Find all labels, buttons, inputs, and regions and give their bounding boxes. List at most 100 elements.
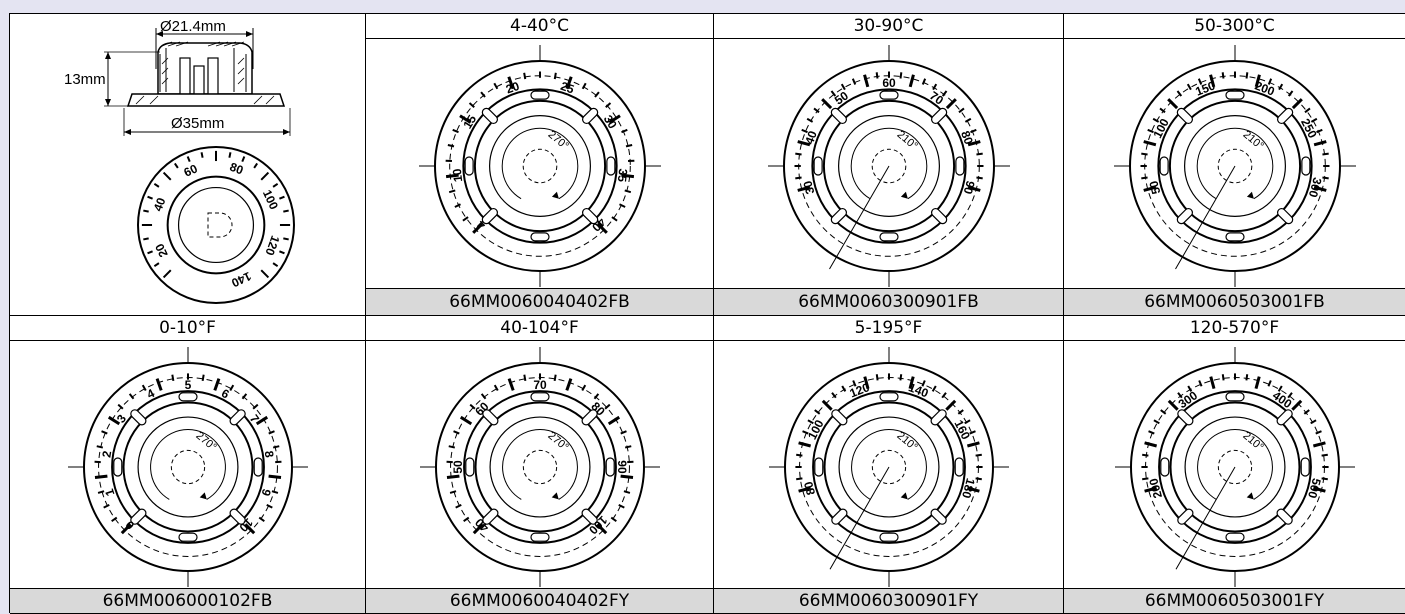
grip-lug	[531, 91, 549, 99]
scale-tick	[143, 211, 148, 212]
grip-lug	[466, 458, 474, 476]
grip-lug	[1161, 458, 1169, 476]
scale-tick	[97, 446, 103, 447]
grip-lug	[1226, 393, 1244, 401]
part-number: 66MM006000102FB	[10, 589, 366, 614]
grip-lug	[955, 458, 963, 476]
scale-tick	[172, 375, 173, 381]
grip-lug	[607, 157, 615, 175]
scale-tick	[976, 178, 982, 179]
scale-tick	[1322, 455, 1328, 456]
scale-label: 60	[882, 76, 896, 90]
scale-tick	[796, 455, 802, 456]
knob-dial-table: Ø21.4mm 13mm Ø35mm 14	[9, 13, 1405, 613]
grip-lug	[880, 233, 898, 241]
height-label: 13mm	[64, 71, 106, 88]
scale-tick	[283, 238, 288, 239]
scale-tick	[795, 154, 801, 155]
scale-tick	[1322, 178, 1328, 179]
scale-tick	[626, 145, 632, 146]
scale-tick	[555, 73, 556, 79]
grip-lug	[531, 533, 549, 541]
scale-tick	[95, 476, 107, 477]
part-number: 66MM0060503001FB	[1064, 289, 1405, 316]
grip-lug	[606, 458, 614, 476]
grip-lug	[1160, 157, 1168, 175]
range-header: 50-300°C	[1064, 14, 1405, 39]
range-header: 30-90°C	[714, 14, 1064, 39]
scale-tick	[796, 478, 802, 479]
range-header: 40-104°F	[366, 316, 714, 341]
scale-tick	[1246, 374, 1247, 380]
scale-tick	[283, 211, 288, 212]
scale-tick	[202, 152, 203, 157]
scale-tick	[1141, 154, 1147, 155]
scale-tick	[203, 375, 204, 381]
scale-tick	[976, 455, 982, 456]
scale-tick	[1142, 455, 1148, 456]
grip-lug	[880, 533, 898, 541]
grip-lug	[880, 393, 898, 401]
scale-label: 10	[450, 168, 465, 183]
scale-tick	[273, 446, 279, 447]
grip-lug	[815, 458, 823, 476]
range-header: 4-40°C	[366, 14, 714, 39]
grip-lug	[1226, 533, 1244, 541]
top-view-knob-ring	[168, 177, 265, 274]
scale-tick	[448, 145, 454, 146]
scale-tick	[143, 238, 148, 239]
grip-lug	[880, 91, 898, 99]
scale-label: 35	[615, 168, 630, 183]
range-header: 0-10°F	[10, 316, 366, 341]
grip-lug	[956, 157, 964, 175]
scale-tick	[524, 73, 525, 79]
range-header: 5-195°F	[714, 316, 1064, 341]
scale-label: 5	[185, 378, 192, 392]
scale-tick	[1141, 178, 1147, 179]
scale-tick	[555, 375, 556, 381]
grip-lug	[179, 533, 197, 541]
top-diameter-label: Ø21.4mm	[160, 18, 226, 35]
scale-tick	[524, 375, 525, 381]
grip-lug	[531, 393, 549, 401]
knob-dimension-drawing: Ø21.4mm 13mm Ø35mm 14	[10, 14, 366, 316]
scale-label: 50	[451, 460, 465, 474]
range-header: 120-570°F	[1064, 316, 1405, 341]
grip-lug	[465, 157, 473, 175]
grip-lug	[814, 157, 822, 175]
base-diameter-label: Ø35mm	[171, 115, 224, 132]
scale-tick	[901, 72, 902, 78]
scale-label: 70	[533, 378, 547, 392]
grip-lug	[1301, 458, 1309, 476]
grip-lug	[531, 233, 549, 241]
knob-dimension-svg: Ø21.4mm 13mm Ø35mm 14	[10, 14, 366, 316]
scale-tick	[449, 446, 455, 447]
grip-lug	[1302, 157, 1310, 175]
part-number: 66MM0060040402FB	[366, 289, 714, 316]
scale-tick	[877, 72, 878, 78]
grip-lug	[1226, 91, 1244, 99]
scale-tick	[1247, 72, 1248, 78]
part-number: 66MM0060300901FY	[714, 589, 1064, 614]
part-number: 66MM0060040402FY	[366, 589, 714, 614]
grip-lug	[1226, 233, 1244, 241]
scale-tick	[877, 374, 878, 380]
part-number: 66MM0060300901FB	[714, 289, 1064, 316]
scale-tick	[795, 178, 801, 179]
scale-tick	[1322, 154, 1328, 155]
